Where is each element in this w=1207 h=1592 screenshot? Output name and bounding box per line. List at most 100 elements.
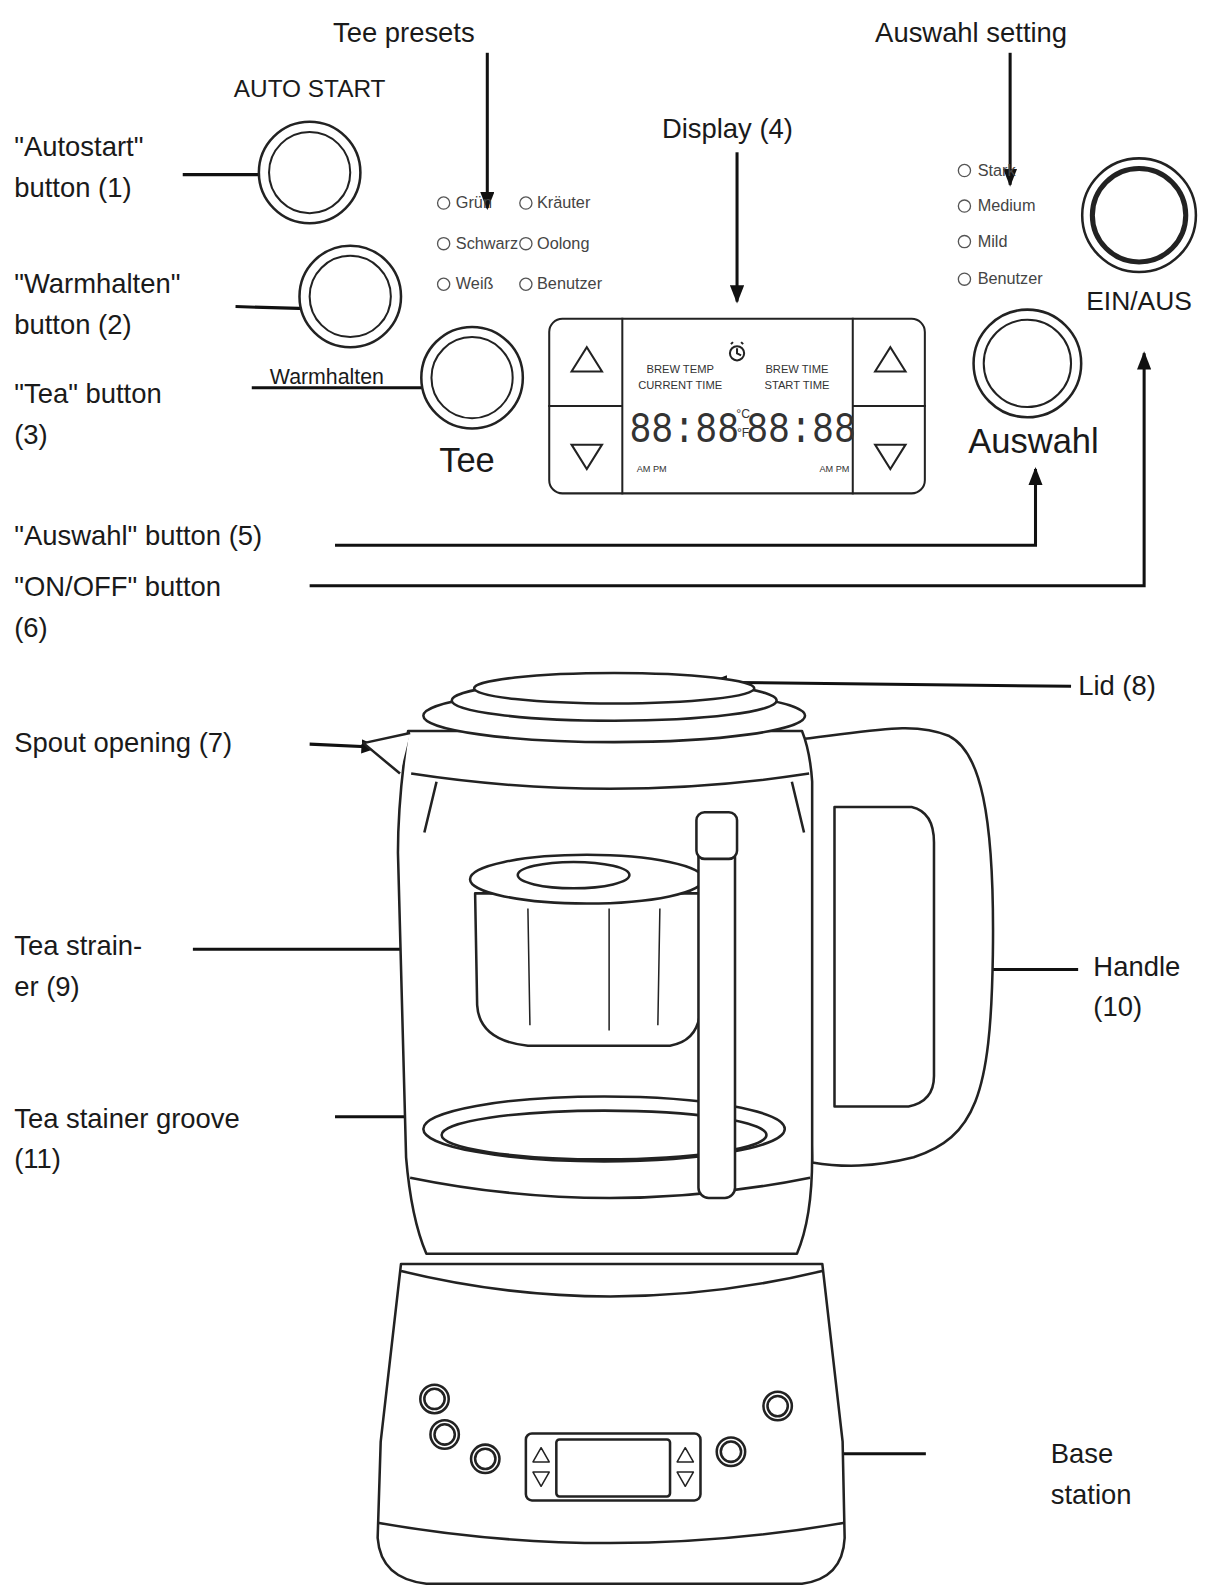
preset-label: Weiß bbox=[456, 274, 494, 293]
kettle-drawing bbox=[470, 855, 703, 904]
button-face bbox=[984, 320, 1071, 407]
kettle-drawing bbox=[696, 812, 737, 859]
callout-label: Lid (8) bbox=[1078, 666, 1156, 707]
indicator-led bbox=[520, 197, 532, 209]
button-outline bbox=[1080, 156, 1198, 274]
kettle-drawing bbox=[471, 1445, 499, 1473]
callout-label: "Auswahl" button (5) bbox=[14, 516, 262, 557]
kettle-drawing bbox=[767, 1396, 787, 1416]
button-label: Warmhalten bbox=[270, 363, 384, 389]
kettle-drawing bbox=[424, 782, 804, 833]
button-face bbox=[269, 132, 350, 213]
display-text: AM PM bbox=[820, 464, 850, 475]
indicator-led bbox=[520, 238, 532, 250]
kettle-drawing bbox=[802, 728, 993, 1166]
callout-label: "ON/OFF" button (6) bbox=[14, 566, 245, 647]
callout-label: Auswahl setting bbox=[875, 12, 1067, 53]
display-keys bbox=[548, 405, 622, 407]
button-ring bbox=[421, 327, 523, 429]
kettle-drawing bbox=[475, 893, 700, 1045]
kettle-drawing bbox=[435, 1424, 455, 1444]
kettle-drawing bbox=[474, 673, 754, 703]
callout-label: "Autostart" button (1) bbox=[14, 127, 195, 208]
display-text: 88:88 bbox=[746, 410, 856, 454]
display-text: START TIME bbox=[764, 379, 829, 392]
preset-label: Benutzer bbox=[978, 269, 1043, 288]
button-label: Auswahl bbox=[968, 420, 1098, 461]
kettle-drawing bbox=[410, 1178, 810, 1198]
control-button: AUTO START bbox=[257, 120, 363, 226]
control-button: Warmhalten bbox=[297, 244, 403, 350]
kettle-drawing bbox=[378, 1264, 845, 1584]
kettle-drawing bbox=[378, 1523, 845, 1543]
indicator-led bbox=[438, 197, 450, 209]
indicator-led bbox=[520, 278, 532, 290]
display-text: BREW TIME bbox=[765, 362, 828, 375]
leader-arrow bbox=[335, 469, 1035, 545]
indicator-led bbox=[958, 200, 970, 212]
callout-label: Tee presets bbox=[333, 12, 475, 53]
display-keys bbox=[731, 342, 743, 344]
kettle-drawing bbox=[526, 1433, 701, 1500]
kettle-drawing bbox=[430, 1420, 458, 1448]
preset-label: Oolong bbox=[537, 233, 589, 252]
kettle-drawing bbox=[698, 848, 735, 1198]
kettle-drawing bbox=[518, 862, 630, 888]
display-keys bbox=[572, 445, 602, 469]
kettle-drawing bbox=[401, 1271, 822, 1296]
kettle-drawing bbox=[721, 1442, 741, 1462]
display-text: AM PM bbox=[637, 464, 667, 475]
preset-label: Mild bbox=[978, 231, 1008, 250]
callout-label: Display (4) bbox=[662, 109, 793, 150]
preset-label: Stark bbox=[978, 160, 1016, 179]
display-text: CURRENT TIME bbox=[638, 379, 722, 392]
display-keys bbox=[853, 405, 926, 407]
display-keys bbox=[548, 318, 926, 495]
callout-label: Tea strain- er (9) bbox=[14, 926, 166, 1007]
preset-label: Grün bbox=[456, 193, 492, 212]
leader-arrow bbox=[486, 53, 489, 208]
indicator-led bbox=[438, 164, 971, 290]
kettle-drawing bbox=[475, 1449, 495, 1469]
button-outline bbox=[257, 120, 363, 226]
indicator-led bbox=[958, 273, 970, 285]
display-keys bbox=[875, 347, 905, 371]
button-label: AUTO START bbox=[234, 75, 386, 104]
indicator-led bbox=[438, 238, 450, 250]
display-keys bbox=[875, 445, 905, 469]
display-text: 88:88 bbox=[629, 410, 739, 454]
button-outline bbox=[297, 244, 403, 350]
button-ring bbox=[299, 246, 401, 348]
callout-label: "Tea" button (3) bbox=[14, 374, 195, 455]
kettle-drawing bbox=[363, 673, 993, 1584]
kettle-drawing bbox=[424, 1389, 444, 1409]
leader-arrow bbox=[711, 682, 1071, 686]
indicator-led bbox=[958, 164, 970, 176]
callout-label: "Warmhalten" button (2) bbox=[14, 264, 250, 345]
leader-arrow bbox=[736, 152, 739, 301]
display-keys bbox=[737, 348, 741, 355]
control-button: Tee bbox=[419, 325, 525, 431]
kettle-drawing bbox=[556, 1440, 670, 1497]
button-label: EIN/AUS bbox=[1086, 285, 1192, 317]
kettle-drawing bbox=[363, 733, 410, 774]
button-outline bbox=[972, 308, 1084, 420]
display-keys bbox=[730, 346, 744, 360]
lcd-display: BREW TEMPCURRENT TIMEBREW TIMESTART TIME… bbox=[548, 318, 926, 495]
display-keys bbox=[572, 347, 602, 371]
control-button: Auswahl bbox=[972, 308, 1084, 420]
kettle-drawing bbox=[717, 1438, 745, 1466]
button-face bbox=[431, 337, 512, 418]
kettle-drawing bbox=[533, 1448, 693, 1487]
button-face bbox=[310, 256, 391, 337]
leader-arrow bbox=[183, 53, 1144, 1454]
kettle-drawing bbox=[763, 1392, 791, 1420]
button-ring bbox=[974, 310, 1082, 418]
indicator-led bbox=[958, 236, 970, 248]
kettle-drawing bbox=[834, 807, 933, 1106]
kettle-drawing bbox=[398, 731, 812, 1254]
preset-label: Benutzer bbox=[537, 274, 602, 293]
button-label: Tee bbox=[439, 440, 495, 481]
